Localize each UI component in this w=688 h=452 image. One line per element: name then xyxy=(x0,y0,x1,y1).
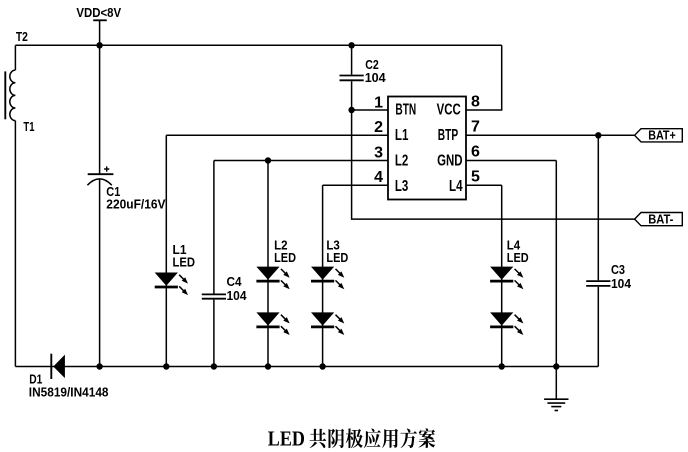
svg-text:L4: L4 xyxy=(507,238,521,253)
svg-text:220uF/16V: 220uF/16V xyxy=(106,196,165,211)
svg-text:104: 104 xyxy=(227,288,248,303)
svg-text:104: 104 xyxy=(365,70,387,85)
svg-text:LED: LED xyxy=(507,250,529,265)
svg-text:VCC: VCC xyxy=(437,101,461,118)
svg-text:IN5819/IN4148: IN5819/IN4148 xyxy=(29,385,109,400)
svg-text:1: 1 xyxy=(374,94,383,111)
svg-text:8: 8 xyxy=(471,94,480,111)
svg-text:C4: C4 xyxy=(227,274,243,289)
svg-text:D1: D1 xyxy=(29,371,42,386)
svg-text:LED: LED xyxy=(274,250,296,265)
svg-text:GND: GND xyxy=(437,152,462,169)
svg-text:T1: T1 xyxy=(23,119,34,134)
svg-text:LED: LED xyxy=(173,254,196,269)
svg-text:BTP: BTP xyxy=(438,127,459,144)
svg-text:BTN: BTN xyxy=(395,101,416,118)
svg-text:L4: L4 xyxy=(449,178,463,195)
svg-text:L1: L1 xyxy=(395,127,409,144)
svg-text:LED: LED xyxy=(326,250,348,265)
svg-text:104: 104 xyxy=(611,276,632,291)
svg-text:L3: L3 xyxy=(395,178,408,195)
svg-text:3: 3 xyxy=(374,144,383,161)
svg-text:C2: C2 xyxy=(365,57,379,72)
svg-text:C1: C1 xyxy=(106,184,120,199)
svg-text:2: 2 xyxy=(374,119,383,136)
svg-text:4: 4 xyxy=(374,169,383,186)
svg-text:VDD<8V: VDD<8V xyxy=(76,5,121,20)
svg-text:6: 6 xyxy=(471,144,480,161)
svg-text:LED: LED xyxy=(268,427,305,451)
svg-text:BAT+: BAT+ xyxy=(648,128,676,143)
svg-text:L2: L2 xyxy=(395,152,408,169)
svg-text:5: 5 xyxy=(471,169,480,186)
svg-text:C3: C3 xyxy=(611,262,625,277)
svg-text:L1: L1 xyxy=(173,242,187,257)
svg-text:T2: T2 xyxy=(16,29,28,44)
svg-text:7: 7 xyxy=(471,119,480,136)
svg-text:L3: L3 xyxy=(326,238,339,253)
svg-text:L2: L2 xyxy=(274,238,287,253)
svg-text:BAT-: BAT- xyxy=(648,211,673,226)
